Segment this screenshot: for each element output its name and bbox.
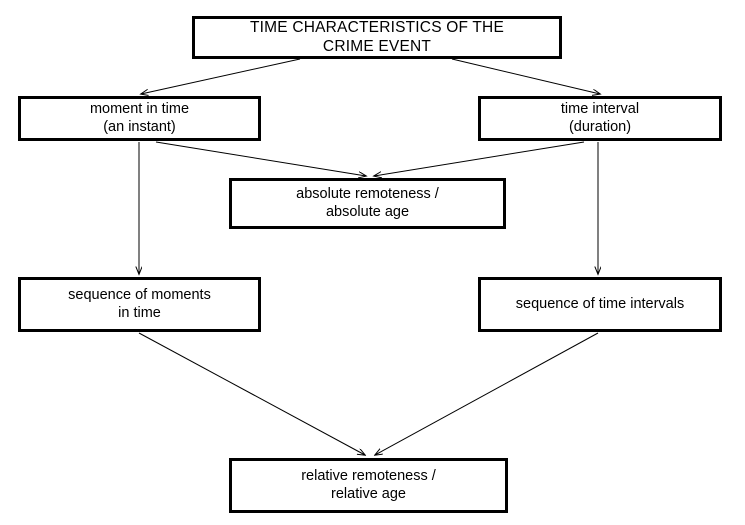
node-time-characteristics-title: TIME CHARACTERISTICS OF THE CRIME EVENT (192, 16, 562, 59)
node-relative-line-1: relative remoteness / (301, 468, 436, 485)
node-absolute-remoteness: absolute remoteness / absolute age (229, 178, 506, 229)
node-title-line-2: CRIME EVENT (322, 37, 432, 55)
node-absolute-line-2: absolute age (325, 203, 410, 220)
edge-moment-to-absolute (155, 141, 366, 176)
node-time-interval: time interval (duration) (478, 96, 722, 141)
node-relative-remoteness: relative remoteness / relative age (229, 458, 508, 513)
node-sequence-of-time-intervals: sequence of time intervals (478, 277, 722, 332)
edge-title-to-moment (141, 58, 301, 94)
node-sequence-moments-line-1: sequence of moments (68, 287, 211, 304)
node-sequence-of-moments: sequence of moments in time (18, 277, 261, 332)
node-sequence-intervals-line-1: sequence of time intervals (515, 295, 685, 312)
node-moment-line-1: moment in time (89, 101, 190, 118)
node-relative-line-2: relative age (331, 485, 406, 502)
node-sequence-moments-line-2: in time (118, 304, 161, 321)
node-title-line-1: TIME CHARACTERISTICS OF THE (250, 18, 504, 36)
edge-interval-to-absolute (374, 141, 585, 176)
node-interval-line-2: (duration) (568, 118, 632, 135)
edge-title-to-interval (451, 58, 600, 94)
edge-sequence-moments-to-relative (138, 332, 365, 455)
edge-sequence-intervals-to-relative (375, 332, 599, 455)
node-moment-line-2: (an instant) (103, 118, 176, 135)
node-interval-line-1: time interval (560, 101, 640, 118)
node-absolute-line-1: absolute remoteness / (296, 186, 439, 203)
node-moment-in-time: moment in time (an instant) (18, 96, 261, 141)
